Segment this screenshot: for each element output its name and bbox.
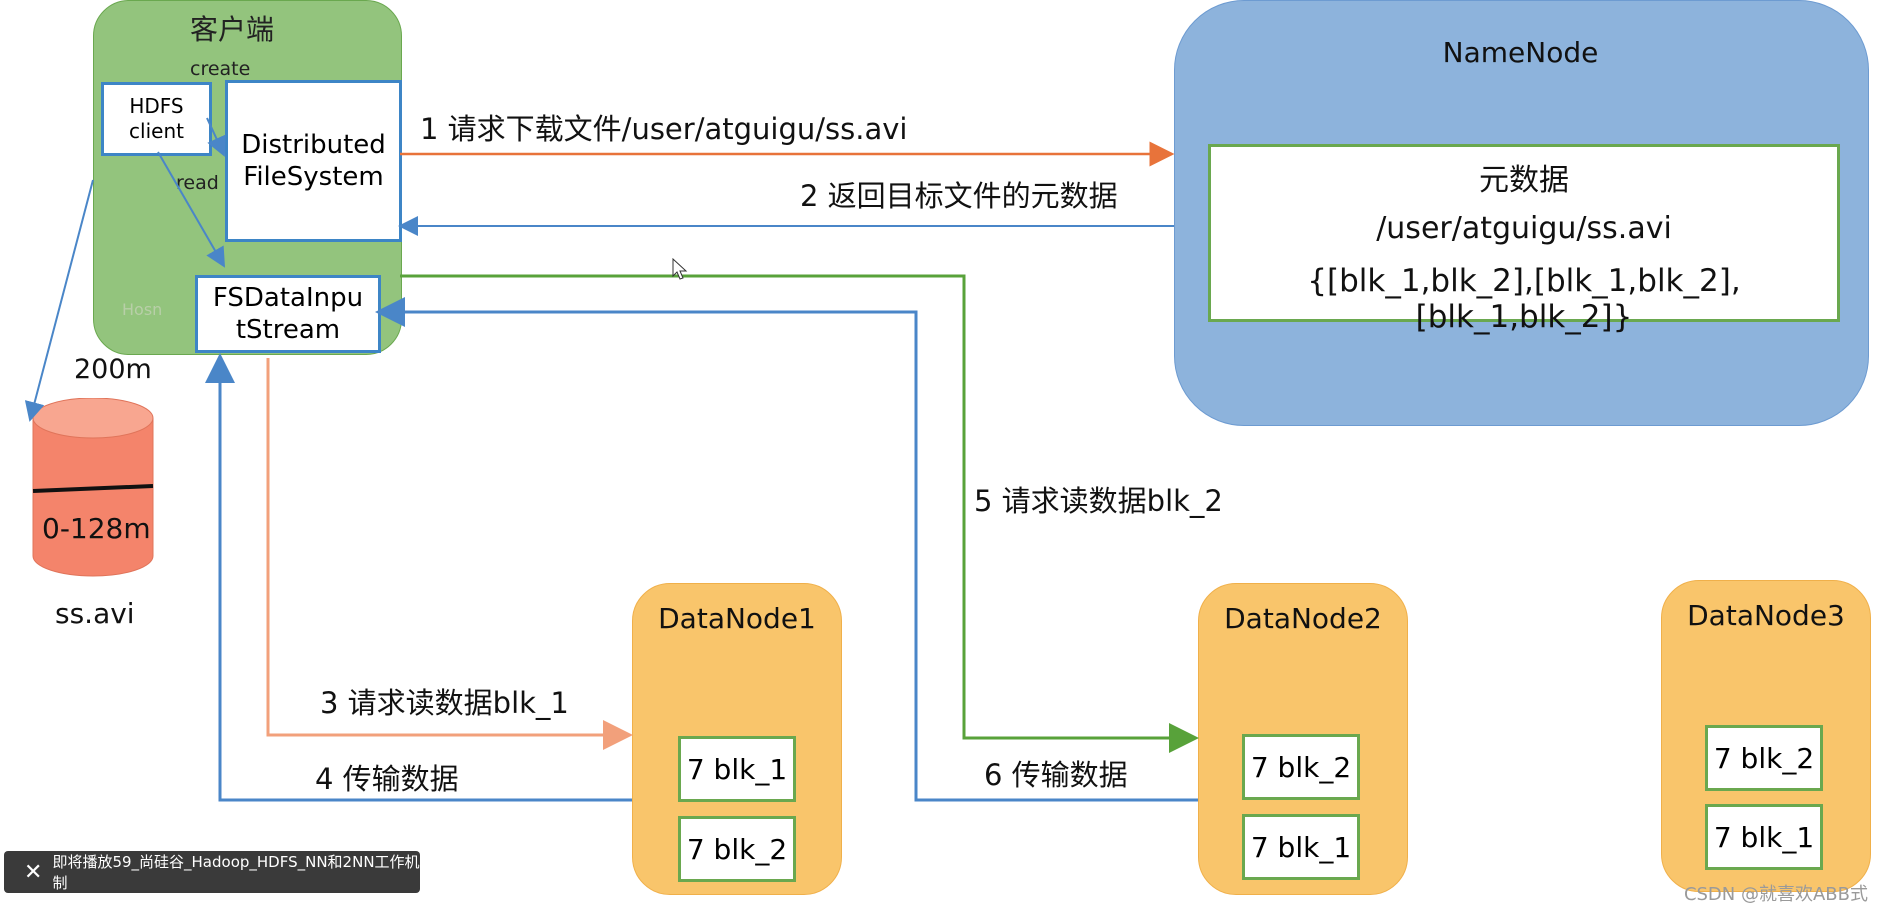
arrow-client-to-file [24,179,94,422]
datanode2-title: DataNode2 [1224,602,1382,635]
arrow-step4 [205,353,632,802]
namenode-title: NameNode [1442,36,1599,69]
client-title: 客户端 [190,13,275,46]
file-size-label: 200m [74,354,152,385]
arrow-client-to-dfs [206,117,226,157]
mouse-cursor-icon [672,258,688,280]
fsdis-line2: tStream [235,315,341,345]
hdfs-client-line1: HDFS [129,94,184,118]
step2-label: 2 返回目标文件的元数据 [800,179,1118,213]
distributed-filesystem-box: Distributed FileSystem [225,80,402,242]
datanode2-block-2: 7 blk_1 [1242,814,1360,880]
metadata-box: 元数据 /user/atguigu/ss.avi {[blk_1,blk_2],… [1208,144,1840,335]
metadata-title: 元数据 [1479,163,1569,198]
datanode1-panel: DataNode1 7 blk_1 7 blk_2 [632,583,842,895]
datanode1-title: DataNode1 [658,602,816,635]
step1-label: 1 请求下载文件/user/atguigu/ss.avi [420,112,908,146]
faint-text: Hosn [122,300,163,319]
metadata-path: /user/atguigu/ss.avi [1376,211,1672,246]
fsdis-line1: FSDataInpu [212,283,364,313]
hdfs-client-line2: client [129,119,184,143]
step6-label: 6 传输数据 [984,758,1128,792]
toast-text: 即将播放59_尚硅谷_Hadoop_HDFS_NN和2NN工作机制 [52,853,420,892]
step4-label: 4 传输数据 [315,762,459,796]
hdfs-client-box: HDFS client [101,82,212,156]
step5-label: 5 请求读数据blk_2 [974,484,1223,518]
datanode1-block-1: 7 blk_1 [678,736,796,802]
step3-label: 3 请求读数据blk_1 [320,686,569,720]
datanode3-block-2: 7 blk_1 [1705,804,1823,870]
dfs-line2: FileSystem [243,162,384,192]
file-range-label: 0-128m [42,512,151,545]
close-icon[interactable]: ✕ [24,859,43,885]
datanode1-block-2: 7 blk_2 [678,816,796,882]
metadata-blocks: {[blk_1,blk_2],[blk_1,blk_2],[blk_1,blk_… [1307,263,1741,335]
local-file-cylinder [32,398,154,577]
datanode3-panel: DataNode3 7 blk_2 7 blk_1 [1661,580,1871,892]
arrow-client-to-fsdis [157,151,226,268]
file-name-label: ss.avi [55,597,135,630]
fsdatainputstream-box: FSDataInpu tStream [195,275,381,353]
datanode3-block-1: 7 blk_2 [1705,725,1823,791]
dfs-line1: Distributed [241,130,386,160]
datanode2-block-1: 7 blk_2 [1242,734,1360,800]
arrow-step3 [266,358,633,750]
create-label: create [190,58,251,80]
arrow-step6 [375,297,1198,802]
datanode2-panel: DataNode2 7 blk_2 7 blk_1 [1198,583,1408,895]
next-video-toast: ✕ 即将播放59_尚硅谷_Hadoop_HDFS_NN和2NN工作机制 [4,851,420,893]
datanode3-title: DataNode3 [1687,599,1845,632]
watermark: CSDN @就喜欢ABB式 [1683,884,1868,905]
read-label: read [176,172,219,194]
